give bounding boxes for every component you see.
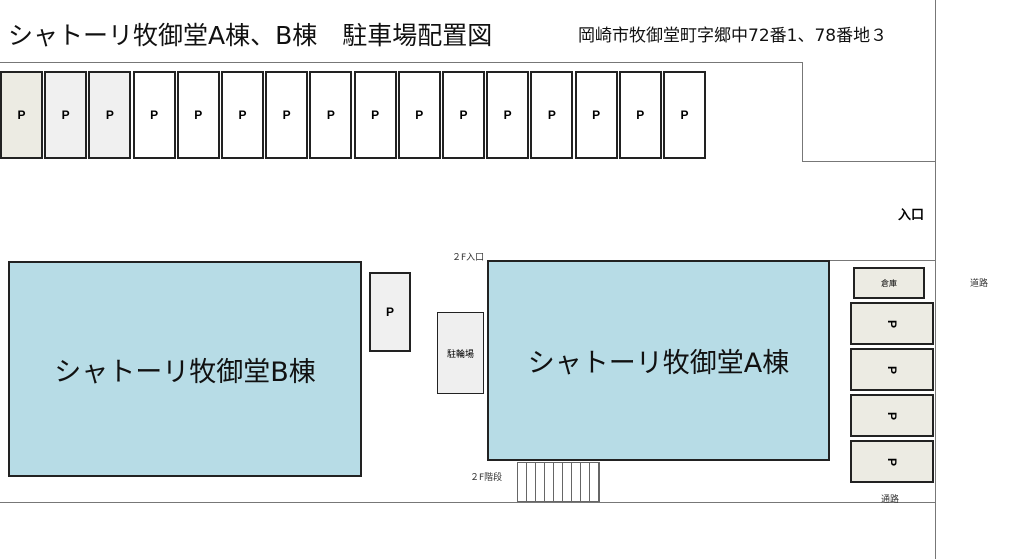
parking-spot-top: P — [221, 71, 264, 159]
page-title: シャトーリ牧御堂A棟、B棟 駐車場配置図 — [8, 21, 493, 50]
parking-spot-top: P — [176, 71, 220, 159]
boundary-notch-v — [802, 62, 803, 161]
building-b-label: シャトーリ牧御堂B棟 — [54, 356, 316, 388]
parking-spot-side: P — [850, 302, 934, 345]
stairs-2f-label: ２F階段 — [470, 473, 503, 483]
parking-spot-top: P — [132, 71, 176, 159]
parking-spot-top: P — [486, 71, 530, 159]
road-label-right: 道路 — [970, 279, 989, 289]
building-b: シャトーリ牧御堂B棟 — [8, 261, 362, 477]
boundary-notch-h — [802, 161, 935, 162]
parking-spot-top: P — [574, 71, 618, 159]
parking-spot-side: P — [850, 348, 934, 391]
parking-spot-top: P — [0, 71, 43, 159]
parking-spot-label: P — [884, 411, 899, 420]
parking-spot-middle: P — [369, 272, 411, 352]
parking-spot-top: P — [309, 71, 353, 159]
boundary-top — [0, 62, 802, 63]
address: 岡崎市牧御堂町字郷中72番1、78番地３ — [578, 26, 888, 46]
entrance-2f-label: ２F入口 — [452, 253, 485, 263]
parking-spot-label: P — [884, 365, 899, 374]
bicycle-parking: 駐輪場 — [437, 312, 484, 394]
parking-spot-top: P — [397, 71, 441, 159]
building-a-label: シャトーリ牧御堂A棟 — [527, 348, 790, 379]
bicycle-parking-label: 駐輪場 — [446, 348, 474, 359]
parking-spot-side: P — [850, 394, 934, 437]
parking-spot-top: P — [353, 71, 397, 159]
building-a: シャトーリ牧御堂A棟 — [487, 260, 830, 461]
parking-spot-label: P — [884, 457, 899, 466]
parking-spot-top: P — [663, 71, 706, 159]
parking-spot-side: P — [850, 440, 934, 483]
entrance-label: 入口 — [898, 208, 925, 223]
stairs-2f — [517, 462, 600, 502]
parking-spot-label: P — [884, 319, 899, 328]
parking-spot-top: P — [265, 71, 309, 159]
storage: 倉庫 — [853, 267, 925, 299]
parking-spot-top: P — [44, 71, 88, 159]
boundary-right-h — [830, 260, 935, 261]
parking-spot-top: P — [530, 71, 574, 159]
storage-label: 倉庫 — [881, 278, 897, 288]
parking-spot-top: P — [88, 71, 132, 159]
parking-spot-top: P — [442, 71, 485, 159]
parking-spot-top: P — [618, 71, 662, 159]
road-edge — [935, 0, 936, 559]
boundary-bottom — [0, 502, 935, 503]
road-label-bottom: 通路 — [881, 495, 900, 505]
